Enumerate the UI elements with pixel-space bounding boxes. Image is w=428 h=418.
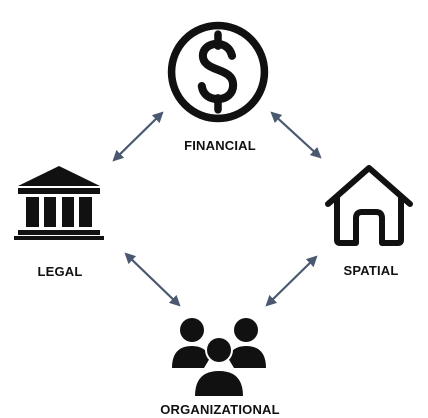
dollar-circle-icon bbox=[167, 21, 269, 123]
house-icon bbox=[325, 165, 413, 246]
label-organizational: ORGANIZATIONAL bbox=[160, 402, 280, 417]
label-legal: LEGAL bbox=[37, 264, 83, 279]
arrow-legal-organizational bbox=[124, 252, 181, 307]
arrow-financial-spatial bbox=[270, 111, 322, 159]
arrow-spatial-organizational bbox=[265, 255, 318, 307]
people-group-icon bbox=[172, 318, 266, 396]
label-spatial: SPATIAL bbox=[343, 263, 399, 278]
arrow-financial-legal bbox=[112, 111, 164, 162]
label-financial: FINANCIAL bbox=[184, 138, 256, 153]
courthouse-icon bbox=[14, 166, 104, 240]
